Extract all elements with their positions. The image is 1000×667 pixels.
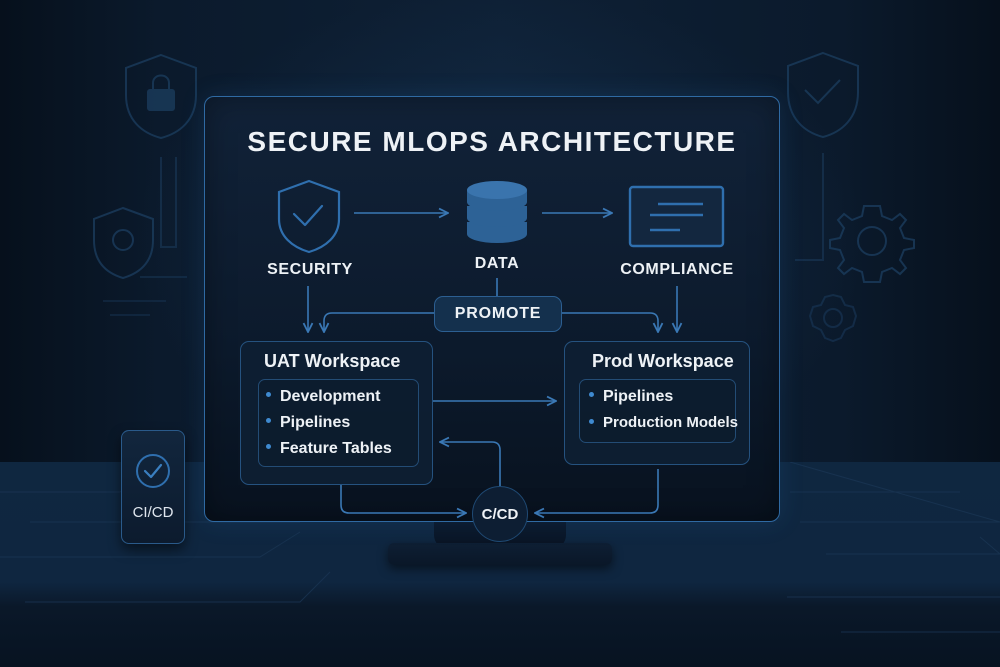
monitor-stand-base — [388, 543, 612, 565]
list-item: Pipelines — [266, 414, 350, 432]
arrow-uat-to-cicd — [340, 485, 466, 513]
arrow-promote-to-uat — [324, 312, 434, 332]
compliance-label: COMPLIANCE — [620, 261, 734, 278]
promote-button[interactable]: PROMOTE — [434, 296, 562, 332]
list-item: Pipelines — [589, 388, 673, 406]
prod-workspace-title: Prod Workspace — [592, 351, 734, 371]
uat-workspace-list — [258, 379, 419, 467]
bullet-icon — [266, 418, 271, 424]
bullet-icon — [589, 392, 594, 398]
list-item: Feature Tables — [266, 440, 392, 458]
cicd-node[interactable]: C/CD — [472, 486, 528, 542]
document-icon — [628, 185, 725, 248]
bullet-icon — [266, 392, 271, 398]
shield-check-icon — [277, 179, 341, 254]
cicd-phone-label: CI/CD — [132, 504, 174, 521]
security-label: SECURITY — [267, 261, 353, 278]
prod-workspace-list — [579, 379, 736, 443]
uat-workspace-title: UAT Workspace — [264, 351, 401, 371]
diagram-title: SECURE MLOPS ARCHITECTURE — [247, 126, 737, 157]
list-item: Development — [266, 388, 380, 406]
bullet-icon — [589, 418, 594, 424]
list-item: Production Models — [589, 414, 738, 431]
data-label: DATA — [474, 255, 520, 272]
check-circle-icon — [136, 454, 170, 488]
arrow-prod-to-cicd — [535, 469, 659, 513]
arrow-cicd-to-uat — [440, 442, 501, 486]
bullet-icon — [266, 444, 271, 450]
database-icon — [467, 181, 527, 243]
arrow-promote-to-prod — [562, 312, 658, 332]
